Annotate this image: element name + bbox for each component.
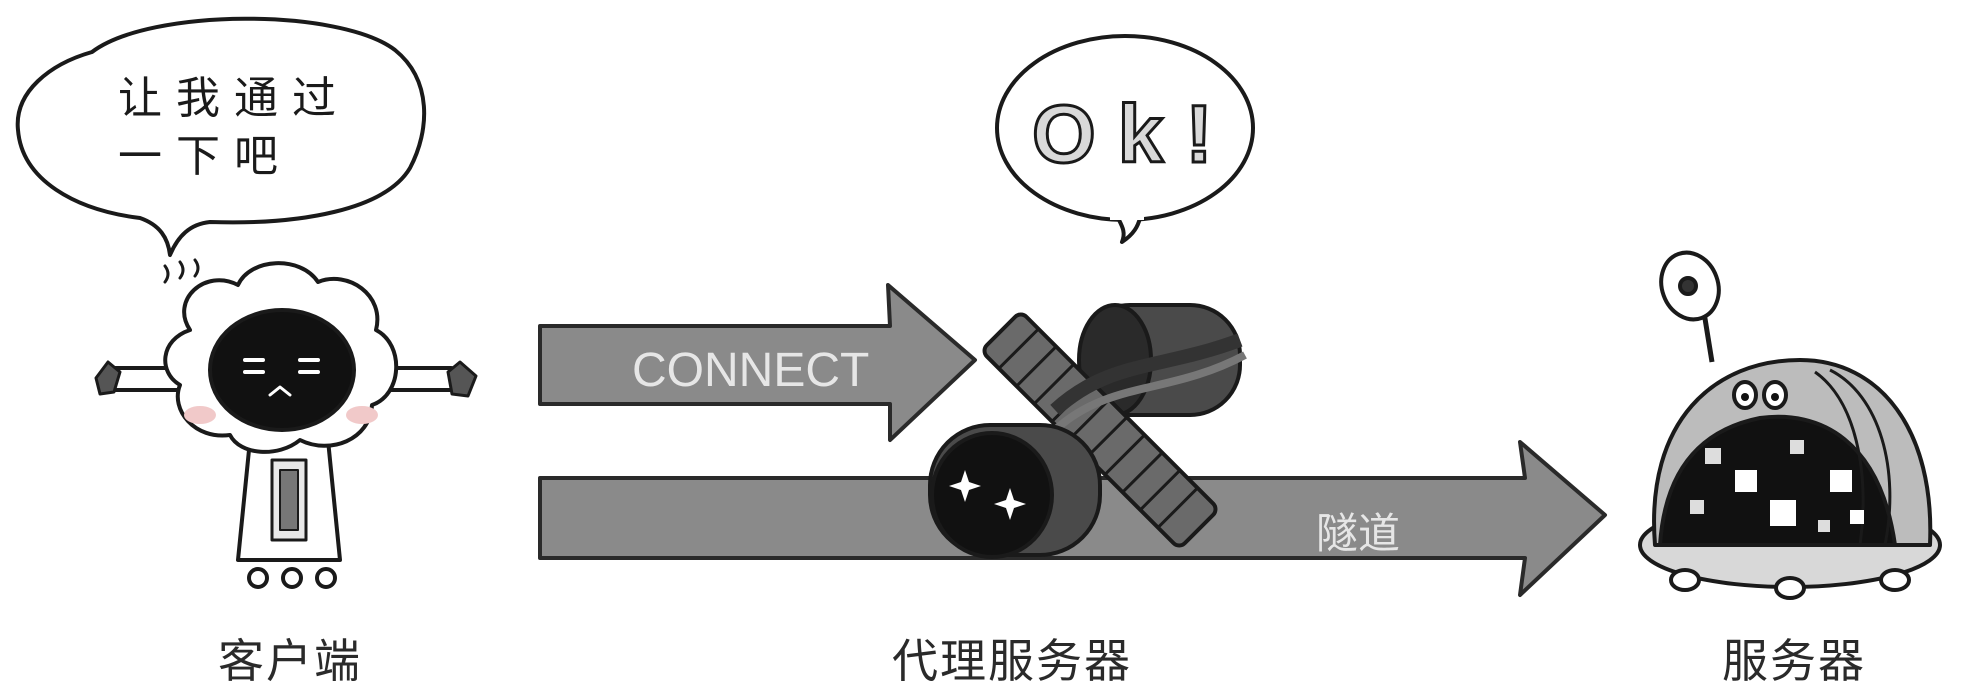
- client-bubble-line-1: 让我通过: [118, 73, 350, 124]
- client-bubble-text: 让我通过 一下吧: [118, 70, 350, 186]
- connect-arrow: [538, 283, 977, 442]
- server-caption: 服务器: [1722, 634, 1866, 688]
- tunnel-arrow-label: 隧道: [1316, 509, 1401, 558]
- server-robot-illustration: [1638, 250, 1942, 600]
- client-bubble-line-2: 一下吧: [118, 131, 292, 182]
- proxy-speech-bubble: [995, 34, 1255, 244]
- proxy-caption: 代理服务器: [892, 634, 1132, 688]
- connect-arrow-label: CONNECT: [632, 344, 870, 397]
- proxy-bubble-text: Ok!: [1031, 88, 1235, 182]
- client-caption: 客户端: [218, 634, 362, 688]
- proxy-gear-illustration: [928, 303, 1247, 559]
- client-speech-bubble: [15, 16, 427, 257]
- client-robot-illustration: [94, 258, 478, 589]
